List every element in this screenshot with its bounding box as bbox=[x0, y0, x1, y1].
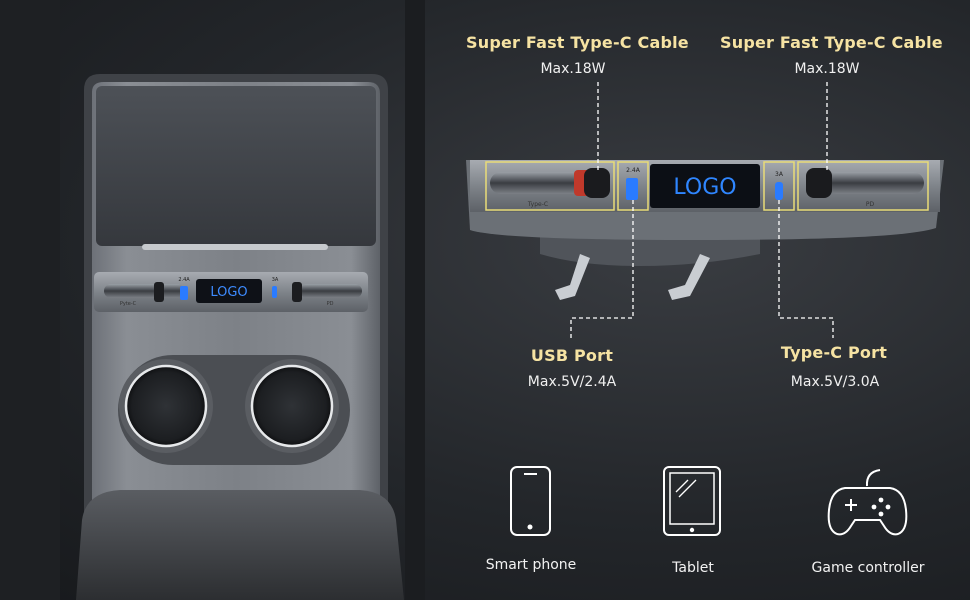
left-cable-plug bbox=[584, 168, 610, 198]
right-slot-label: PD bbox=[866, 201, 875, 208]
armrest bbox=[76, 490, 404, 600]
cup-holder-left bbox=[124, 364, 208, 448]
device-caption-tablet: Tablet bbox=[672, 560, 714, 576]
callout-usb-port-spec: Max.5V/2.4A bbox=[527, 374, 617, 390]
logo-display bbox=[650, 164, 760, 208]
leader-line-usb-port bbox=[570, 200, 634, 340]
console-left-slot bbox=[104, 284, 184, 298]
typec-rating: 3A bbox=[775, 171, 784, 178]
left-slot-label: Type-C bbox=[527, 201, 548, 208]
wireless-pad-edge bbox=[142, 244, 328, 250]
console-typec-port bbox=[272, 286, 277, 298]
left-pillar bbox=[0, 0, 60, 600]
console-logo-display bbox=[196, 279, 262, 303]
device-caption-smartphone: Smart phone bbox=[485, 557, 577, 573]
right-cable-highlight bbox=[797, 161, 929, 211]
typec-port bbox=[775, 182, 783, 200]
console-right-plug bbox=[292, 282, 302, 302]
callout-left-cable-spec: Max.18W bbox=[540, 61, 606, 77]
console-right-slot bbox=[300, 284, 362, 298]
console-logo-text: LOGO bbox=[210, 285, 247, 300]
console-typec-rating: 3A bbox=[272, 277, 279, 283]
usb-port bbox=[626, 178, 638, 200]
console-left-plug bbox=[154, 282, 164, 302]
game-controller-icon bbox=[827, 469, 908, 536]
device-caption-game-controller: Game controller bbox=[811, 560, 925, 576]
console-top-panel bbox=[96, 86, 376, 246]
callout-typec-port-title: Type-C Port bbox=[780, 343, 888, 362]
callout-usb-port-title: USB Port bbox=[530, 346, 614, 365]
console-usb-port bbox=[180, 286, 188, 300]
left-cable-highlight bbox=[485, 161, 615, 211]
console-left-slot-label: Pyte-C bbox=[120, 301, 137, 307]
right-cable-slot bbox=[826, 172, 924, 194]
smartphone-icon bbox=[510, 466, 551, 536]
mounting-clip-right bbox=[668, 254, 710, 300]
usb-rating: 2.4A bbox=[626, 167, 641, 174]
right-cable-plug bbox=[806, 168, 832, 198]
callout-right-cable-spec: Max.18W bbox=[794, 61, 860, 77]
logo-display-text: LOGO bbox=[673, 175, 736, 200]
right-pillar bbox=[405, 0, 425, 600]
callout-typec-port-spec: Max.5V/3.0A bbox=[790, 374, 880, 390]
mounting-clip-left bbox=[555, 254, 590, 300]
leader-line-typec-port bbox=[778, 200, 834, 338]
callout-left-cable-title: Super Fast Type-C Cable bbox=[466, 33, 689, 52]
callout-right-cable-title: Super Fast Type-C Cable bbox=[720, 33, 943, 52]
tablet-icon bbox=[663, 466, 721, 536]
console-right-slot-label: PD bbox=[327, 301, 334, 307]
left-cable-slot bbox=[490, 172, 588, 194]
cup-holder-right bbox=[250, 364, 334, 448]
console-usb-rating: 2.4A bbox=[178, 277, 190, 283]
